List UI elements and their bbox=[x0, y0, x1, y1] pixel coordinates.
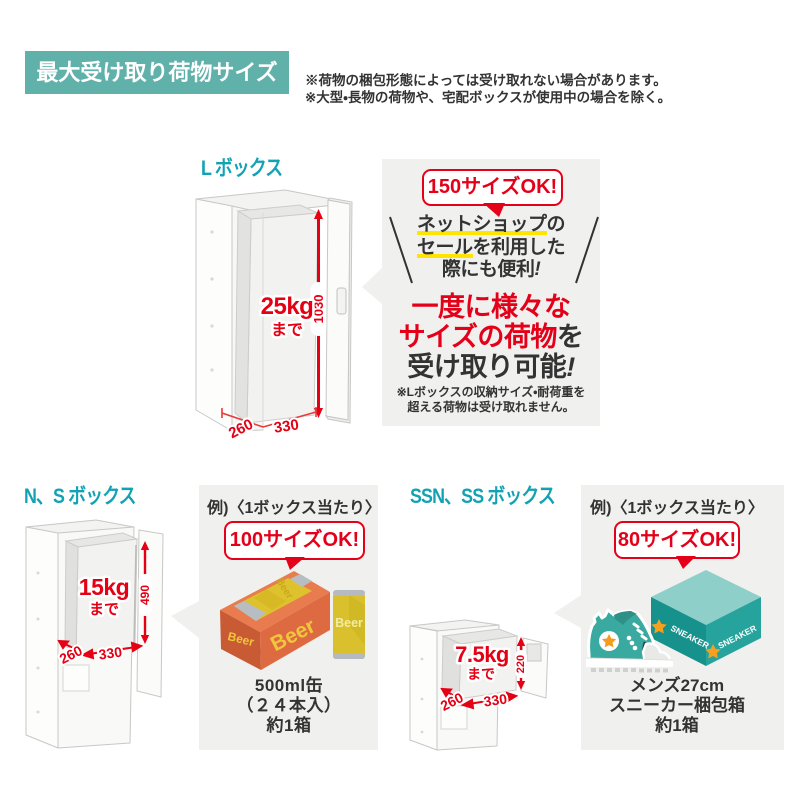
svg-text:330: 330 bbox=[273, 416, 300, 436]
svg-text:490: 490 bbox=[138, 585, 152, 605]
svg-text:Beer: Beer bbox=[226, 629, 256, 649]
svg-text:330: 330 bbox=[483, 690, 509, 709]
svg-text:220: 220 bbox=[515, 655, 527, 673]
svg-text:まで: まで bbox=[467, 666, 495, 682]
svg-text:25kg: 25kg bbox=[261, 293, 314, 320]
svg-text:260: 260 bbox=[438, 689, 466, 714]
svg-text:260: 260 bbox=[226, 416, 256, 443]
svg-text:1030: 1030 bbox=[311, 295, 326, 324]
svg-text:まで: まで bbox=[89, 601, 119, 618]
svg-text:330: 330 bbox=[98, 643, 124, 662]
svg-text:7.5kg: 7.5kg bbox=[455, 642, 509, 667]
svg-text:まで: まで bbox=[271, 321, 303, 339]
svg-text:Beer: Beer bbox=[335, 616, 363, 630]
svg-text:15kg: 15kg bbox=[79, 574, 129, 600]
